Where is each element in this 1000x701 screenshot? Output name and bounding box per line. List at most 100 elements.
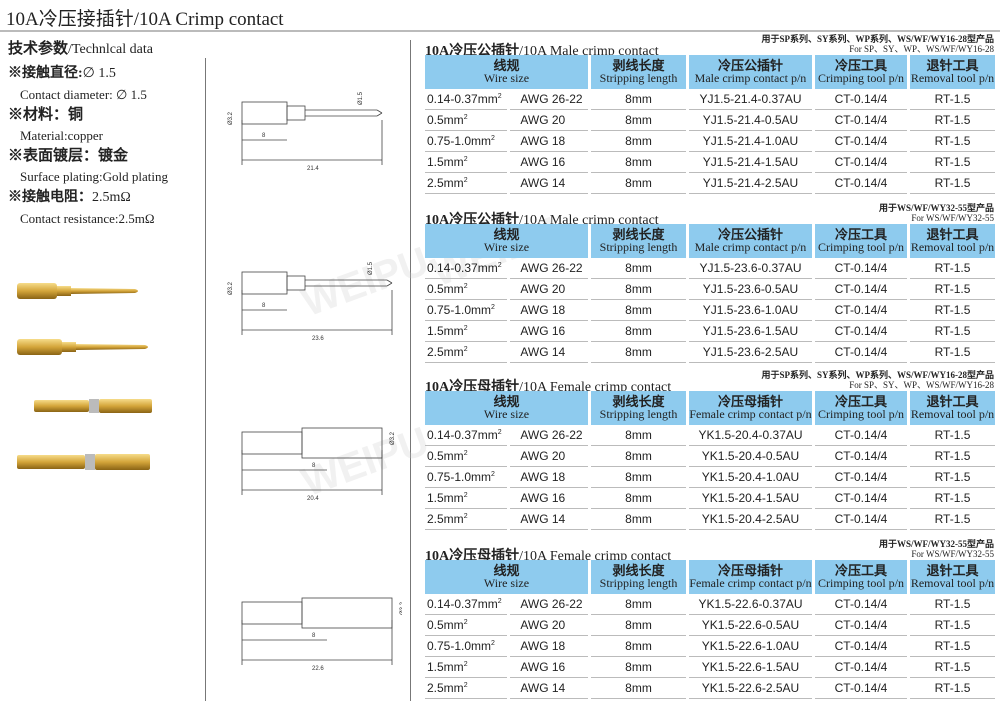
table-cell: YK1.5-22.6-0.5AU (689, 615, 812, 636)
table-cell: CT-0.14/4 (815, 594, 907, 615)
table-cell: RT-1.5 (910, 152, 995, 173)
table-cell: 2.5mm2 (425, 342, 508, 363)
table-cell: 0.14-0.37mm2 (425, 258, 508, 279)
spec-value: ∅ 1.5 (82, 66, 116, 81)
table-cell: RT-1.5 (910, 594, 995, 615)
table-cell: RT-1.5 (910, 657, 995, 678)
spec-en: Contact diameter: ∅ 1.5 (20, 87, 147, 102)
table-cell: CT-0.14/4 (815, 89, 907, 110)
table-cell: RT-1.5 (910, 425, 995, 446)
table-cell: 8mm (591, 279, 686, 300)
spec-label: ※材料：铜 (8, 107, 84, 123)
table-cell: AWG 26-22 (510, 258, 588, 279)
table-cell: RT-1.5 (910, 321, 995, 342)
spec-en: Surface plating:Gold plating (20, 169, 169, 184)
dim-length: 20.4 (307, 496, 319, 502)
table-cell: YJ1.5-23.6-1.0AU (689, 300, 812, 321)
table-cell: 0.75-1.0mm2 (425, 131, 508, 152)
table-cell: CT-0.14/4 (815, 152, 907, 173)
table-cell: 8mm (591, 509, 686, 530)
table-cell: 0.14-0.37mm2 (425, 425, 508, 446)
table-cell: AWG 26-22 (510, 425, 588, 446)
table-cell: CT-0.14/4 (815, 321, 907, 342)
table-cell: 8mm (591, 467, 686, 488)
technical-data: 技术参数/Technlcal data ※接触直径:∅ 1.5 Contact … (8, 37, 208, 229)
table-cell: RT-1.5 (910, 300, 995, 321)
table-cell: AWG 14 (510, 173, 588, 194)
table-cell: AWG 18 (510, 636, 588, 657)
table-cell: 1.5mm2 (425, 488, 508, 509)
dim-diameter-big: Ø3.2 (400, 601, 402, 615)
dim-strip: 8 (262, 133, 266, 139)
table-cell: 8mm (591, 678, 686, 699)
table-cell: 1.5mm2 (425, 152, 508, 173)
table-cell: CT-0.14/4 (815, 258, 907, 279)
table-cell: YK1.5-20.4-0.5AU (689, 446, 812, 467)
spec-label: ※接触电阻： (8, 190, 92, 205)
dim-length: 21.4 (307, 166, 319, 172)
table-cell: RT-1.5 (910, 131, 995, 152)
table-cell: 8mm (591, 488, 686, 509)
table-cell: RT-1.5 (910, 488, 995, 509)
table-cell: AWG 16 (510, 152, 588, 173)
dim-diameter-big: Ø3.2 (390, 431, 396, 445)
table-cell: 2.5mm2 (425, 509, 508, 530)
table-cell: CT-0.14/4 (815, 342, 907, 363)
female-pin-photo (17, 454, 150, 470)
table-cell: 0.5mm2 (425, 110, 508, 131)
table-cell: CT-0.14/4 (815, 131, 907, 152)
table-cell: 8mm (591, 342, 686, 363)
table-cell: AWG 26-22 (510, 594, 588, 615)
table-cell: CT-0.14/4 (815, 110, 907, 131)
table-cell: RT-1.5 (910, 89, 995, 110)
spec-en: Material:copper (20, 128, 104, 143)
table-cell: CT-0.14/4 (815, 300, 907, 321)
table-cell: 8mm (591, 152, 686, 173)
table-cell: YJ1.5-21.4-0.5AU (689, 110, 812, 131)
table-cell: RT-1.5 (910, 258, 995, 279)
table-cell: 0.5mm2 (425, 446, 508, 467)
table-cell: 0.75-1.0mm2 (425, 467, 508, 488)
table-cell: RT-1.5 (910, 279, 995, 300)
table-cell: YJ1.5-23.6-2.5AU (689, 342, 812, 363)
table-cell: YK1.5-22.6-1.0AU (689, 636, 812, 657)
table-cell: 0.75-1.0mm2 (425, 300, 508, 321)
male-pin-photo (17, 283, 138, 299)
table-cell: RT-1.5 (910, 173, 995, 194)
table-cell: 1.5mm2 (425, 321, 508, 342)
table-cell: AWG 20 (510, 446, 588, 467)
table-cell: AWG 20 (510, 110, 588, 131)
table-cell: 1.5mm2 (425, 657, 508, 678)
table-cell: RT-1.5 (910, 446, 995, 467)
table-cell: 8mm (591, 258, 686, 279)
table-cell: RT-1.5 (910, 467, 995, 488)
table-cell: RT-1.5 (910, 342, 995, 363)
table-cell: AWG 14 (510, 342, 588, 363)
divider (205, 58, 206, 701)
table-cell: AWG 16 (510, 321, 588, 342)
table-cell: 8mm (591, 446, 686, 467)
